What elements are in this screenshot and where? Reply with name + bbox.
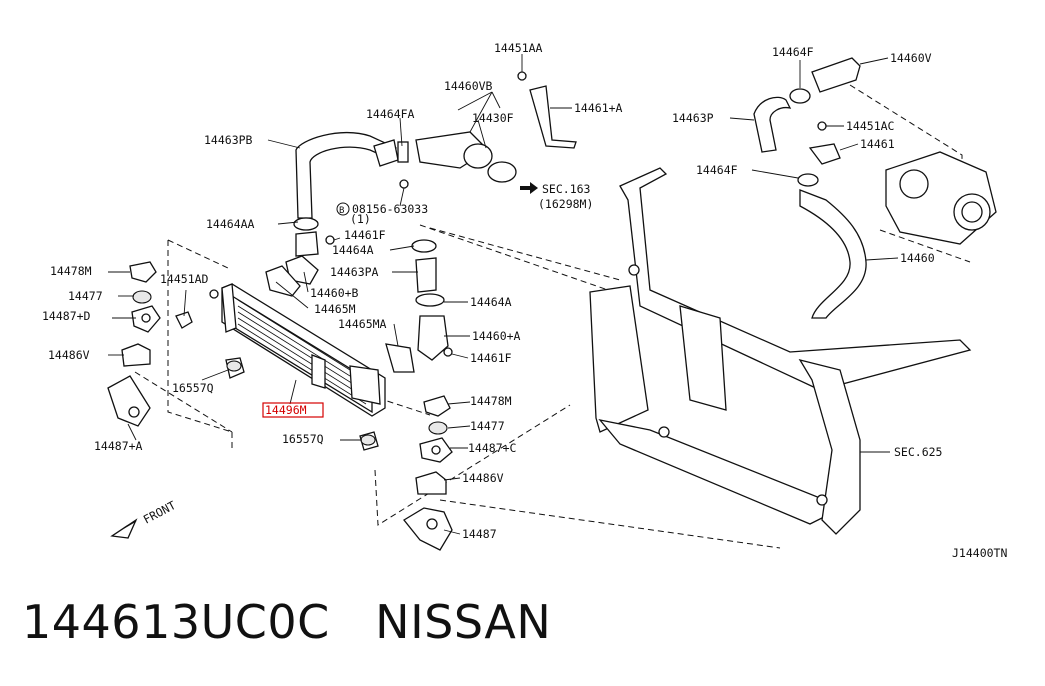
svg-text:B: B: [339, 206, 344, 216]
leader-lines: [108, 54, 899, 535]
label-08156-63033[interactable]: 08156-63033: [352, 202, 428, 216]
label-14487C[interactable]: 14487+C: [468, 441, 517, 455]
parts-diagram: FRONT B 14451AA 14460VB 14464FA 14461+A …: [42, 41, 1007, 560]
label-14464F-top[interactable]: 14464F: [772, 45, 814, 59]
highlight-box: [262, 402, 324, 418]
label-14464A-center[interactable]: 14464A: [470, 295, 512, 309]
center-hose-assembly: [385, 239, 453, 373]
footer-part-number: 144613UC0C: [22, 595, 330, 649]
center-mounts: [359, 395, 453, 551]
label-14464FA[interactable]: 14464FA: [366, 107, 415, 121]
label-14451AA[interactable]: 14451AA: [494, 41, 543, 55]
front-arrow-icon: [110, 518, 138, 539]
sec163-arrow: [520, 182, 538, 194]
label-14463PB[interactable]: 14463PB: [204, 133, 253, 147]
label-14451AD[interactable]: 14451AD: [160, 272, 209, 286]
dashed-guides: [134, 84, 971, 549]
front-label: FRONT: [141, 498, 178, 527]
label-14461F-top[interactable]: 14461F: [344, 228, 386, 242]
label-14464AA[interactable]: 14464AA: [206, 217, 255, 231]
label-14487D[interactable]: 14487+D: [42, 309, 91, 323]
label-qty: (1): [350, 212, 371, 226]
label-sec163[interactable]: SEC.163: [542, 182, 591, 196]
label-14486V-left[interactable]: 14486V: [48, 348, 90, 362]
label-14487[interactable]: 14487: [462, 527, 497, 541]
label-14460[interactable]: 14460: [900, 251, 935, 265]
label-14460A[interactable]: 14460+A: [472, 329, 521, 343]
label-14461A[interactable]: 14461+A: [574, 101, 623, 115]
label-14496M-highlighted[interactable]: 14496M: [265, 403, 307, 417]
label-14460V[interactable]: 14460V: [890, 51, 932, 65]
label-sec625[interactable]: SEC.625: [894, 445, 942, 459]
label-14451AC[interactable]: 14451AC: [846, 119, 895, 133]
label-14478M-left[interactable]: 14478M: [50, 264, 92, 278]
footer-caption: 144613UC0C NISSAN: [22, 595, 551, 649]
label-14460B[interactable]: 14460+B: [310, 286, 359, 300]
label-16298M: (16298M): [538, 197, 593, 211]
label-14477-left[interactable]: 14477: [68, 289, 103, 303]
part-labels: 14451AA 14460VB 14464FA 14461+A 14463PB …: [42, 41, 1007, 560]
label-14465MA[interactable]: 14465MA: [338, 317, 387, 331]
intercooler[interactable]: [221, 283, 386, 417]
label-14464A-top[interactable]: 14464A: [332, 243, 374, 257]
label-14478M-center[interactable]: 14478M: [470, 394, 512, 408]
label-14464F-mid[interactable]: 14464F: [696, 163, 738, 177]
label-14463P[interactable]: 14463P: [672, 111, 714, 125]
footer-brand: NISSAN: [375, 595, 552, 649]
label-14461[interactable]: 14461: [860, 137, 895, 151]
radiator-core-support: [589, 167, 972, 535]
diagram-code: J14400TN: [952, 546, 1007, 560]
label-14461F-center[interactable]: 14461F: [470, 351, 512, 365]
label-14430F[interactable]: 14430F: [472, 111, 514, 125]
right-hose-assembly: [753, 57, 997, 319]
label-16557Q-center[interactable]: 16557Q: [282, 432, 324, 446]
label-14486V-center[interactable]: 14486V: [462, 471, 504, 485]
label-16557Q-left[interactable]: 16557Q: [172, 381, 214, 395]
label-14463PA[interactable]: 14463PA: [330, 265, 379, 279]
left-mounts: [107, 261, 245, 427]
left-hose-assembly: [265, 71, 577, 297]
label-14487A[interactable]: 14487+A: [94, 439, 143, 453]
bolt-symbol-icon: B: [336, 202, 350, 216]
label-14465M[interactable]: 14465M: [314, 302, 356, 316]
label-14460VB[interactable]: 14460VB: [444, 79, 493, 93]
label-14477-center[interactable]: 14477: [470, 419, 505, 433]
